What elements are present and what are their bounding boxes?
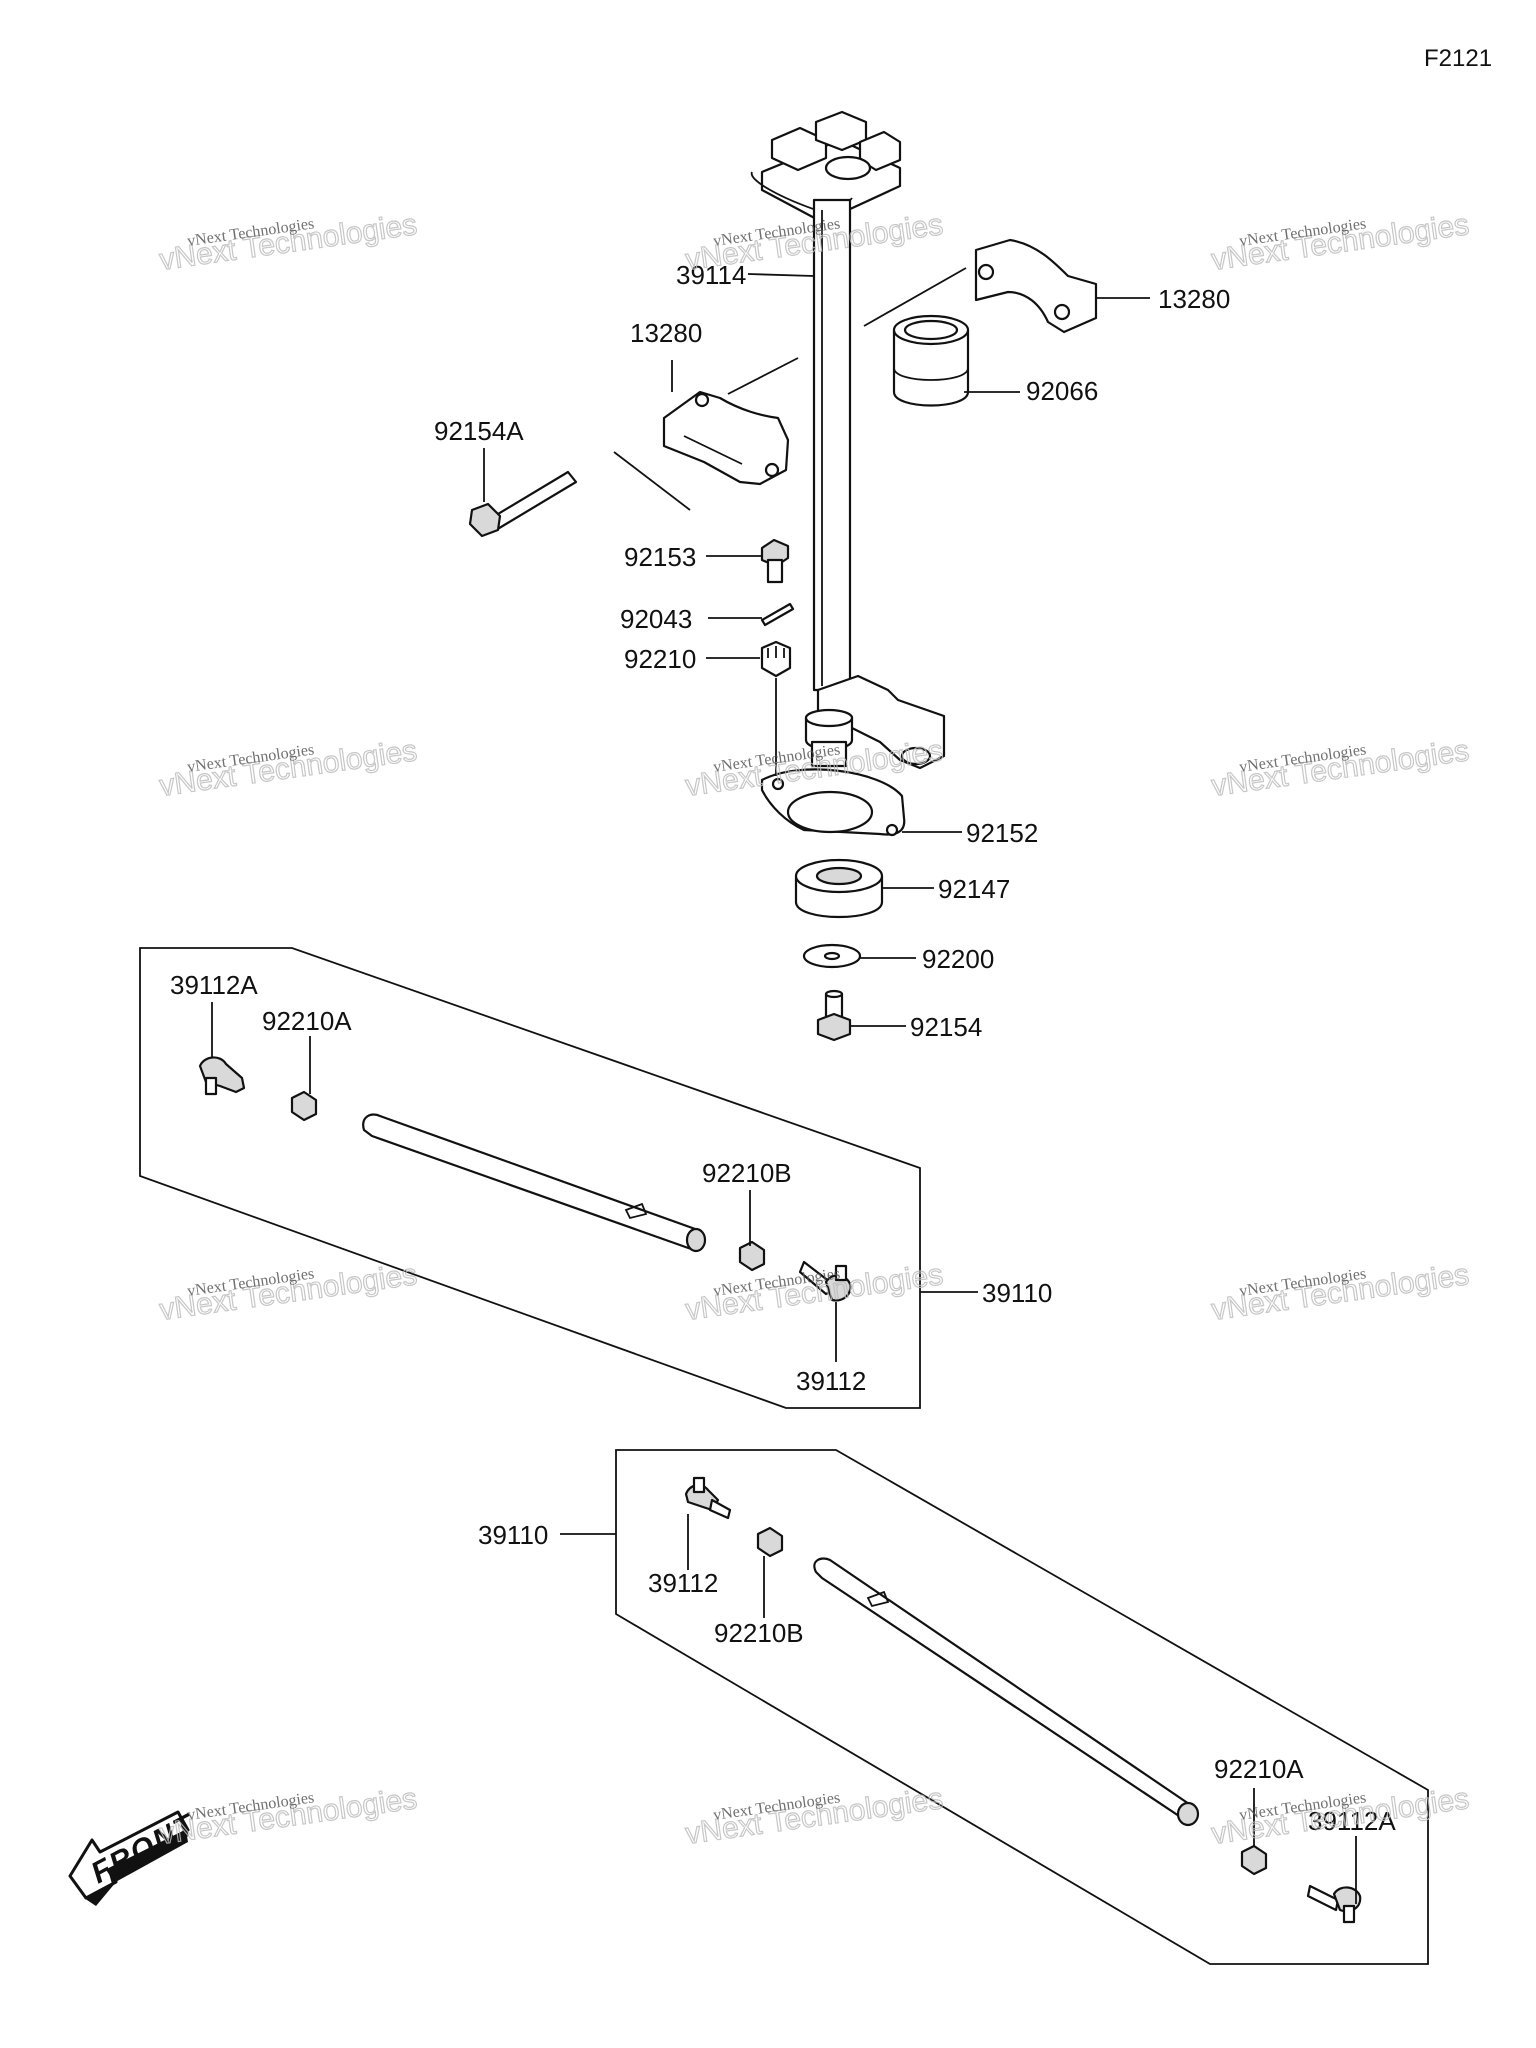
- label-39110-b: 39110: [478, 1520, 548, 1550]
- cotter-pin-92043: [760, 602, 795, 627]
- label-92210B-a: 92210B: [702, 1158, 792, 1188]
- bolt-92154A: [468, 470, 578, 538]
- watermark: vNext Technologies vNext Technologies: [157, 208, 420, 278]
- label-39114: 39114: [676, 260, 746, 290]
- bolt-92154: [816, 989, 852, 1042]
- watermark: vNext Technologies vNext Technologies: [157, 1782, 420, 1852]
- label-39112-b: 39112: [648, 1568, 718, 1598]
- label-92200: 92200: [922, 944, 994, 974]
- watermark: vNext Technologies vNext Technologies: [157, 1258, 420, 1328]
- label-92210A-b: 92210A: [1214, 1754, 1304, 1784]
- label-39110-a: 39110: [982, 1278, 1052, 1308]
- label-92152: 92152: [966, 818, 1038, 848]
- watermark: vNext Technologies vNext Technologies: [683, 1258, 946, 1328]
- bushing-92066: [892, 314, 970, 407]
- watermark: vNext Technologies vNext Technologies: [683, 1782, 946, 1852]
- label-39112A-b: 39112A: [1308, 1806, 1396, 1836]
- label-92147: 92147: [938, 874, 1010, 904]
- label-13280-left: 13280: [630, 318, 702, 348]
- clamp-13280-left: [662, 390, 790, 486]
- label-92154: 92154: [910, 1012, 982, 1042]
- washer-92200: [802, 943, 862, 969]
- steering-shaft-39114: [750, 110, 946, 770]
- watermark: vNext Technologies vNext Technologies: [1209, 1258, 1472, 1328]
- label-92153: 92153: [624, 542, 696, 572]
- label-13280-right: 13280: [1158, 284, 1230, 314]
- label-92154A: 92154A: [434, 416, 524, 446]
- label-92066: 92066: [1026, 376, 1098, 406]
- label-92043: 92043: [620, 604, 692, 634]
- figure-code: F2121: [1424, 45, 1492, 72]
- label-92210: 92210: [624, 644, 696, 674]
- clamp-13280-right: [974, 238, 1098, 334]
- castle-nut-92210: [760, 640, 792, 678]
- bolt-92153: [760, 538, 790, 584]
- label-92210B-b: 92210B: [714, 1618, 804, 1648]
- watermark: vNext Technologies vNext Technologies: [1209, 1782, 1472, 1852]
- label-39112-a: 39112: [796, 1366, 866, 1396]
- bearing-92147: [794, 858, 884, 919]
- label-39112A-a: 39112A: [170, 970, 258, 1000]
- watermark: vNext Technologies vNext Technologies: [1209, 208, 1472, 278]
- watermark: vNext Technologies vNext Technologies: [157, 734, 420, 804]
- watermark: vNext Technologies vNext Technologies: [1209, 734, 1472, 804]
- tie-rod-group-a: [139, 947, 921, 1409]
- leader-lines: [211, 267, 1357, 1904]
- flange-92152: [760, 768, 906, 837]
- tie-rod-group-b: [615, 1449, 1429, 1965]
- label-92210A-a: 92210A: [262, 1006, 352, 1036]
